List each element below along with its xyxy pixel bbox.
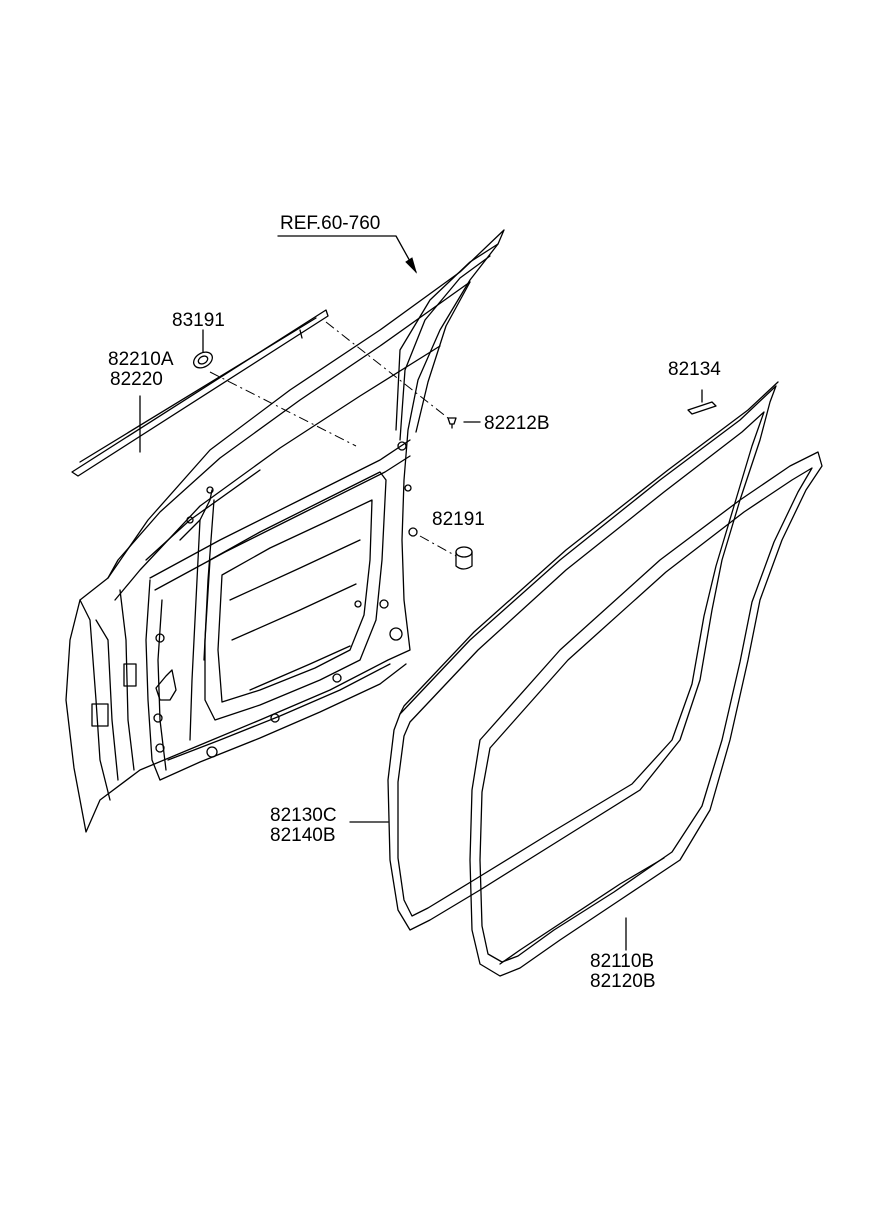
- bumper-82191-part: [455, 546, 473, 570]
- label-82212b: 82212B: [484, 413, 550, 434]
- door-side-weatherstrip: [469, 451, 823, 977]
- label-82140b: 82140B: [270, 825, 336, 846]
- label-82210a: 82210A: [108, 349, 174, 370]
- label-82191: 82191: [432, 509, 485, 530]
- label-82130c: 82130C: [270, 805, 337, 826]
- body-side-weatherstrip: [387, 381, 779, 931]
- dashed-guide-lines: [209, 321, 457, 557]
- label-ref-60-760: REF.60-760: [280, 213, 381, 234]
- label-82134: 82134: [668, 359, 721, 380]
- label-82220: 82220: [110, 369, 163, 390]
- clip-82134-part: [687, 401, 717, 415]
- beltline-weatherstrip: [71, 309, 329, 477]
- leader-lines: [139, 235, 703, 951]
- label-83191: 83191: [172, 310, 225, 331]
- label-82110b: 82110B: [590, 951, 655, 972]
- ref-arrow-icon: [405, 257, 418, 274]
- label-82120b: 82120B: [590, 971, 656, 992]
- clip-82212b-part: [447, 417, 457, 429]
- grommet-83191-part: [193, 351, 213, 369]
- front-door-panel: [65, 229, 505, 833]
